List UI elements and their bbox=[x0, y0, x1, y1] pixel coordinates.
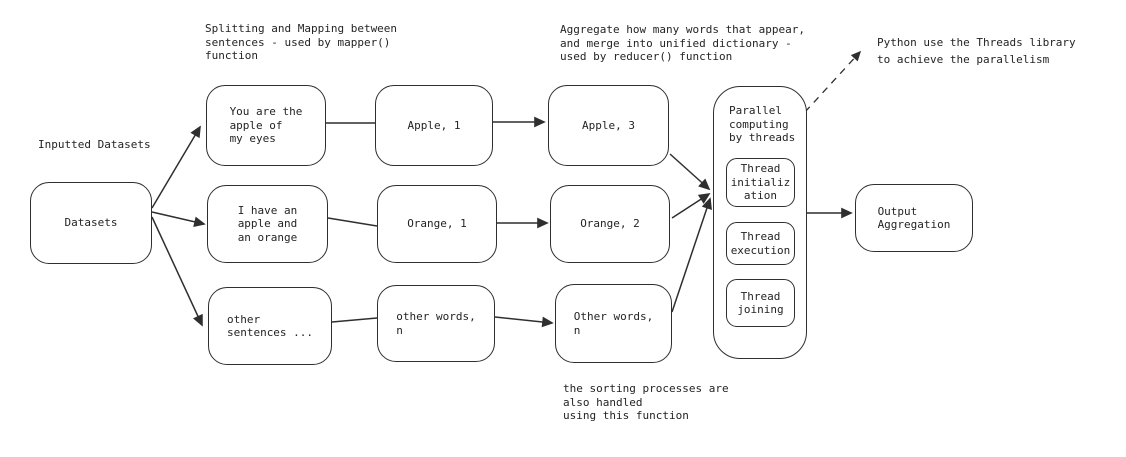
node-sentence-2: I have an apple and an orange bbox=[207, 185, 328, 263]
node-apple-1: Apple, 1 bbox=[375, 85, 493, 166]
node-sentence-3: other sentences ... bbox=[208, 287, 332, 365]
parallel-computing-title: Parallel computing by threads bbox=[729, 104, 796, 144]
node-thread-joining: Thread joining bbox=[726, 279, 795, 327]
node-other-words-map: other words, n bbox=[377, 285, 495, 362]
arrow-datasets-to-sentence2 bbox=[151, 211, 206, 228]
inputted-datasets-label: Inputted Datasets bbox=[38, 138, 151, 151]
node-orange-2: Orange, 2 bbox=[550, 185, 670, 263]
annotation-sorting: the sorting processes are also handled u… bbox=[563, 382, 729, 422]
node-sentence-1: You are the apple of my eyes bbox=[206, 85, 326, 166]
arrow-datasets-to-sentence3 bbox=[151, 216, 203, 327]
arrow-reduce2-to-parallel bbox=[671, 193, 711, 219]
line-sentence3-to-map3 bbox=[331, 317, 378, 323]
arrow-reduce3-to-parallel bbox=[671, 197, 712, 313]
arrow-parallel-to-python-note bbox=[804, 50, 862, 113]
node-thread-initialization: Thread initializ ation bbox=[726, 158, 795, 207]
annotation-mapper: Splitting and Mapping between sentences … bbox=[205, 22, 398, 62]
node-orange-1: Orange, 1 bbox=[377, 185, 497, 263]
line-sentence2-to-map2 bbox=[327, 217, 378, 227]
node-apple-3: Apple, 3 bbox=[548, 85, 669, 166]
node-output-aggregation: Output Aggregation bbox=[855, 184, 973, 252]
arrow-reduce1-to-parallel bbox=[669, 153, 711, 191]
annotation-python-threads: Python use the Threads library to achiev… bbox=[877, 36, 1076, 66]
annotation-reducer: Aggregate how many words that appear, an… bbox=[560, 23, 806, 63]
arrow-datasets-to-sentence1 bbox=[151, 125, 201, 209]
node-other-words-reduce: Other words, n bbox=[555, 284, 672, 363]
node-thread-execution: Thread execution bbox=[726, 222, 795, 265]
node-datasets: Datasets bbox=[30, 182, 152, 264]
arrow-map3-to-reduce3 bbox=[494, 316, 554, 328]
